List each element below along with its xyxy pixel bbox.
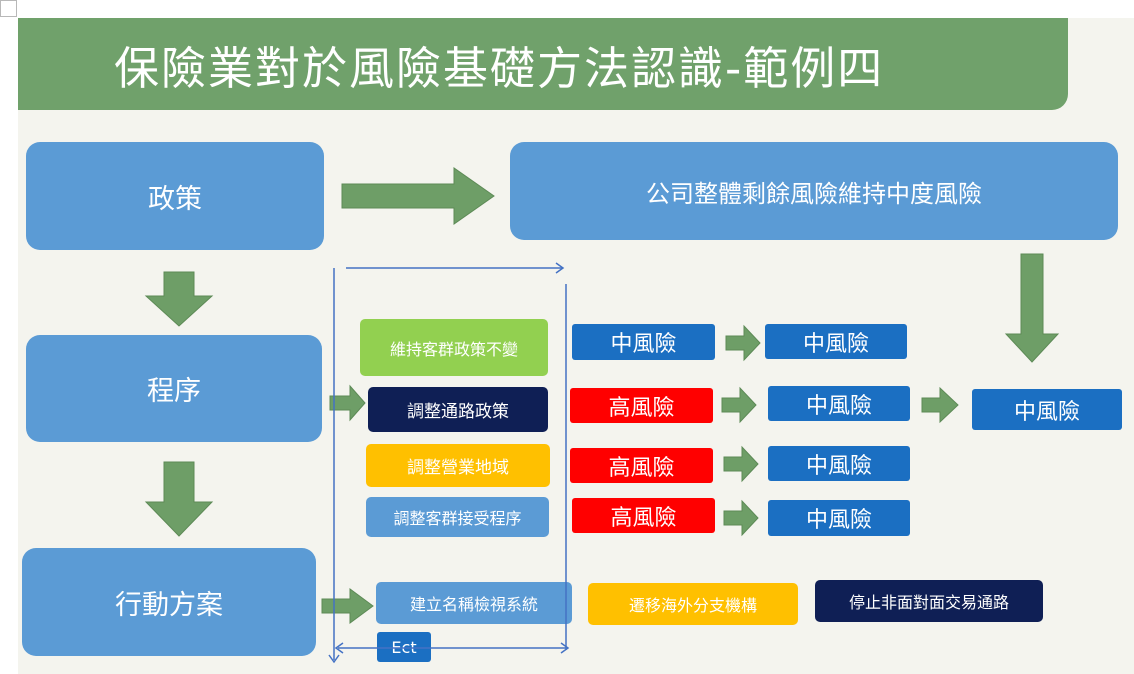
arrow-risk-row-4 (723, 499, 759, 537)
window-corner-box (0, 0, 17, 17)
arrow-result-to-overall (1004, 253, 1060, 363)
bracket-outline (328, 262, 570, 664)
page-title: 保險業對於風險基礎方法認識-範例四 (18, 18, 1068, 110)
measure-adjust-channel-policy: 調整通路政策 (368, 387, 548, 432)
residual-risk-2: 中風險 (768, 386, 910, 421)
measure-adjust-customer-acceptance: 調整客群接受程序 (366, 497, 549, 537)
residual-risk-4: 中風險 (768, 500, 910, 536)
policy-result-box: 公司整體剩餘風險維持中度風險 (510, 142, 1118, 240)
arrow-risk-row-3 (723, 445, 759, 483)
arrow-procedure-to-measures (329, 384, 366, 422)
inherent-risk-4: 高風險 (572, 498, 715, 533)
arrow-risk-row-2 (721, 386, 757, 424)
overall-risk-box: 中風險 (972, 389, 1122, 430)
arrow-risk-row-1 (725, 324, 761, 362)
inherent-risk-2: 高風險 (570, 388, 713, 423)
action-relocate-overseas-branches: 遷移海外分支機構 (588, 583, 798, 625)
residual-risk-3: 中風險 (768, 446, 910, 481)
arrow-residual-to-overall (921, 386, 959, 424)
arrow-action-to-actions (321, 588, 374, 624)
measure-adjust-business-region: 調整營業地域 (366, 444, 550, 487)
ect-label: Ect (377, 632, 431, 662)
action-name-screening-system: 建立名稱檢視系統 (376, 582, 572, 624)
arrow-procedure-to-action (144, 461, 214, 537)
arrow-policy-to-result (341, 167, 495, 225)
inherent-risk-1: 中風險 (572, 324, 715, 360)
inherent-risk-3: 高風險 (570, 448, 713, 483)
action-plan-box: 行動方案 (22, 548, 316, 656)
residual-risk-1: 中風險 (765, 324, 907, 359)
policy-box: 政策 (26, 142, 324, 250)
measure-keep-customer-policy: 維持客群政策不變 (360, 319, 548, 376)
action-stop-non-face-to-face-channel: 停止非面對面交易通路 (815, 580, 1043, 622)
procedure-box: 程序 (26, 335, 322, 442)
arrow-policy-to-procedure (144, 271, 214, 327)
